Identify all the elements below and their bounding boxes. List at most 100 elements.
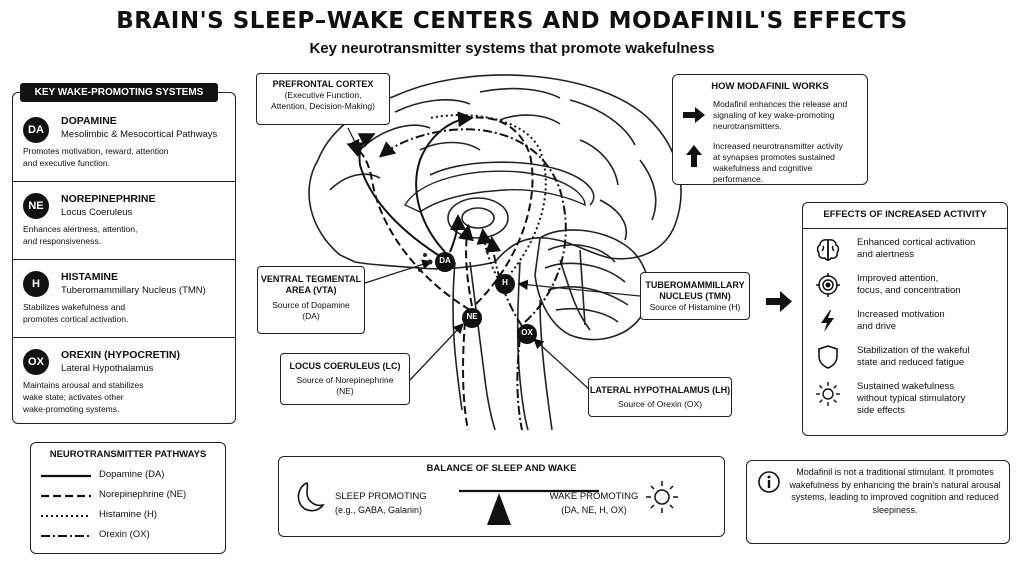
wake-promoting-sub: (DA, NE, H, OX) — [561, 505, 627, 515]
dopamine-pathway — [415, 111, 474, 253]
how-line: wakefulness and cognitive performance. — [713, 163, 813, 184]
h-node — [495, 274, 515, 294]
da-node-label: DA — [439, 256, 451, 265]
effect-line: and drive — [857, 321, 897, 332]
norepinephrine-pathway — [462, 321, 469, 431]
right-arrow-icon — [766, 291, 792, 312]
sun-icon — [646, 481, 678, 513]
system-location: Mesolimbic & Mesocortical Pathways — [61, 129, 218, 140]
system-dopamine: DA DOPAMINE Mesolimbic & Mesocortical Pa… — [13, 93, 235, 181]
pfc-callout: PREFRONTAL CORTEX (Executive Function, A… — [256, 73, 390, 125]
effect-item: Stabilization of the wakeful state and r… — [815, 345, 1005, 373]
systems-header: KEY WAKE-PROMOTING SYSTEMS — [20, 83, 218, 102]
callout-title: LATERAL HYPOTHALAMUS (LH) — [589, 385, 731, 395]
h-node-label: H — [502, 278, 508, 287]
system-desc: Maintains arousal and stabilizes wake st… — [23, 379, 228, 415]
callout-line: Source of Norepinephrine — [296, 375, 394, 385]
system-name: NOREPINEPHRINE — [61, 193, 156, 205]
info-icon — [758, 471, 780, 493]
lightning-icon — [821, 310, 834, 332]
callout-line: Source of Dopamine — [272, 300, 350, 310]
tmn-callout: TUBEROMAMMILLARY NUCLEUS (TMN) Source of… — [640, 272, 750, 320]
effects-panel: EFFECTS OF INCREASED ACTIVITY Enhanced c… — [802, 202, 1008, 436]
divider — [803, 228, 1007, 229]
callout-line: Attention, Decision-Making) — [271, 101, 375, 111]
dopamine-badge: DA — [23, 117, 49, 143]
how-line: Modafinil enhances the release and — [713, 99, 848, 109]
system-name: OREXIN (HYPOCRETIN) — [61, 349, 181, 361]
ne-node — [462, 308, 482, 328]
effect-line: without typical stimulatory — [857, 393, 966, 404]
system-desc-line: and executive function. — [23, 158, 110, 168]
shield-icon — [818, 345, 838, 369]
how-text: Modafinil enhances the release and signa… — [713, 99, 863, 132]
balance-scale — [297, 481, 678, 525]
how-line: Increased neurotransmitter activity — [713, 141, 843, 151]
divider — [13, 337, 235, 338]
how-modafinil-works-panel: HOW MODAFINIL WORKS Modafinil enhances t… — [672, 74, 868, 185]
note-text: Modafinil is not a traditional stimulant… — [789, 467, 1001, 515]
dopamine-pathway — [357, 133, 439, 256]
solid-line-swatch — [41, 474, 91, 478]
callout-title: TUBEROMAMMILLARY — [645, 280, 745, 290]
system-norepinephrine: NE NOREPINEPHRINE Locus Coeruleus Enhanc… — [13, 181, 235, 259]
system-desc-line: Maintains arousal and stabilizes — [23, 380, 144, 390]
info-note: Modafinil is not a traditional stimulant… — [746, 460, 1010, 544]
effect-line: Sustained wakefulness — [857, 381, 955, 392]
vta-callout: VENTRAL TEGMENTAL AREA (VTA) Source of D… — [257, 266, 365, 334]
callout-line: Source of Orexin (OX) — [617, 399, 703, 409]
callout-title: PREFRONTAL CORTEX — [272, 79, 374, 89]
balance-title: BALANCE OF SLEEP AND WAKE — [426, 463, 577, 474]
orexin-badge: OX — [23, 349, 49, 375]
da-node — [435, 252, 455, 272]
effect-line: Improved attention, — [857, 273, 939, 284]
divider — [13, 259, 235, 260]
system-name: HISTAMINE — [61, 271, 118, 283]
ox-node-label: OX — [521, 328, 533, 337]
histamine-pathway — [429, 114, 547, 281]
legend-label: Dopamine (DA) — [99, 469, 165, 480]
effect-text: Improved attention, focus, and concentra… — [857, 273, 1007, 297]
dashdot-line-swatch — [41, 535, 91, 537]
lc-callout: LOCUS COERULEUS (LC) Source of Norepinep… — [280, 353, 410, 405]
how-line: neurotransmitters. — [713, 121, 782, 131]
effect-line: side effects — [857, 405, 905, 416]
orexin-pathway — [378, 128, 567, 323]
balance-panel: BALANCE OF SLEEP AND WAKE SLEEP PROMOTIN… — [278, 456, 725, 537]
how-line: at synapses promotes sustained — [713, 152, 835, 162]
system-histamine: H HISTAMINE Tuberomammillary Nucleus (TM… — [13, 259, 235, 337]
histamine-badge: H — [23, 271, 49, 297]
ox-node — [517, 324, 537, 344]
system-location: Lateral Hypothalamus — [61, 363, 154, 374]
moon-icon — [297, 481, 325, 512]
leader-lines — [347, 127, 641, 391]
dashed-line-swatch — [41, 494, 91, 498]
how-row-release: Modafinil enhances the release and signa… — [683, 99, 863, 135]
brain-icon — [816, 239, 840, 261]
callout-title: VENTRAL TEGMENTAL — [260, 274, 362, 284]
callout-line: (NE) — [336, 386, 354, 396]
legend-label: Histamine (H) — [99, 509, 158, 520]
sleep-promoting-sub: (e.g., GABA, Galanin) — [335, 505, 423, 515]
system-desc-line: and responsiveness. — [23, 236, 101, 246]
arrow-up-icon — [686, 145, 702, 167]
effect-item: Increased motivation and drive — [815, 309, 1005, 337]
system-desc: Enhances alertness, attention, and respo… — [23, 223, 228, 247]
callout-line: Source of Histamine (H) — [649, 302, 741, 312]
callout-title: AREA (VTA) — [285, 285, 337, 295]
norepinephrine-pathway — [458, 224, 474, 307]
legend-item-norepinephrine: Norepinephrine (NE) — [41, 489, 221, 503]
page-subtitle: Key neurotransmitter systems that promot… — [309, 40, 715, 57]
how-line: signaling of key wake-promoting — [713, 110, 835, 120]
effect-item: Sustained wakefulness without typical st… — [815, 381, 1005, 421]
dotted-line-swatch — [41, 515, 91, 517]
effect-line: Enhanced cortical activation — [857, 237, 976, 248]
lh-callout: LATERAL HYPOTHALAMUS (LH) Source of Orex… — [588, 377, 732, 417]
effect-line: Stabilization of the wakeful — [857, 345, 970, 356]
legend-item-histamine: Histamine (H) — [41, 509, 221, 523]
effect-line: and alertness — [857, 249, 915, 260]
how-title: HOW MODAFINIL WORKS — [711, 81, 829, 92]
system-name: DOPAMINE — [61, 115, 117, 127]
system-location: Tuberomammillary Nucleus (TMN) — [61, 285, 206, 296]
